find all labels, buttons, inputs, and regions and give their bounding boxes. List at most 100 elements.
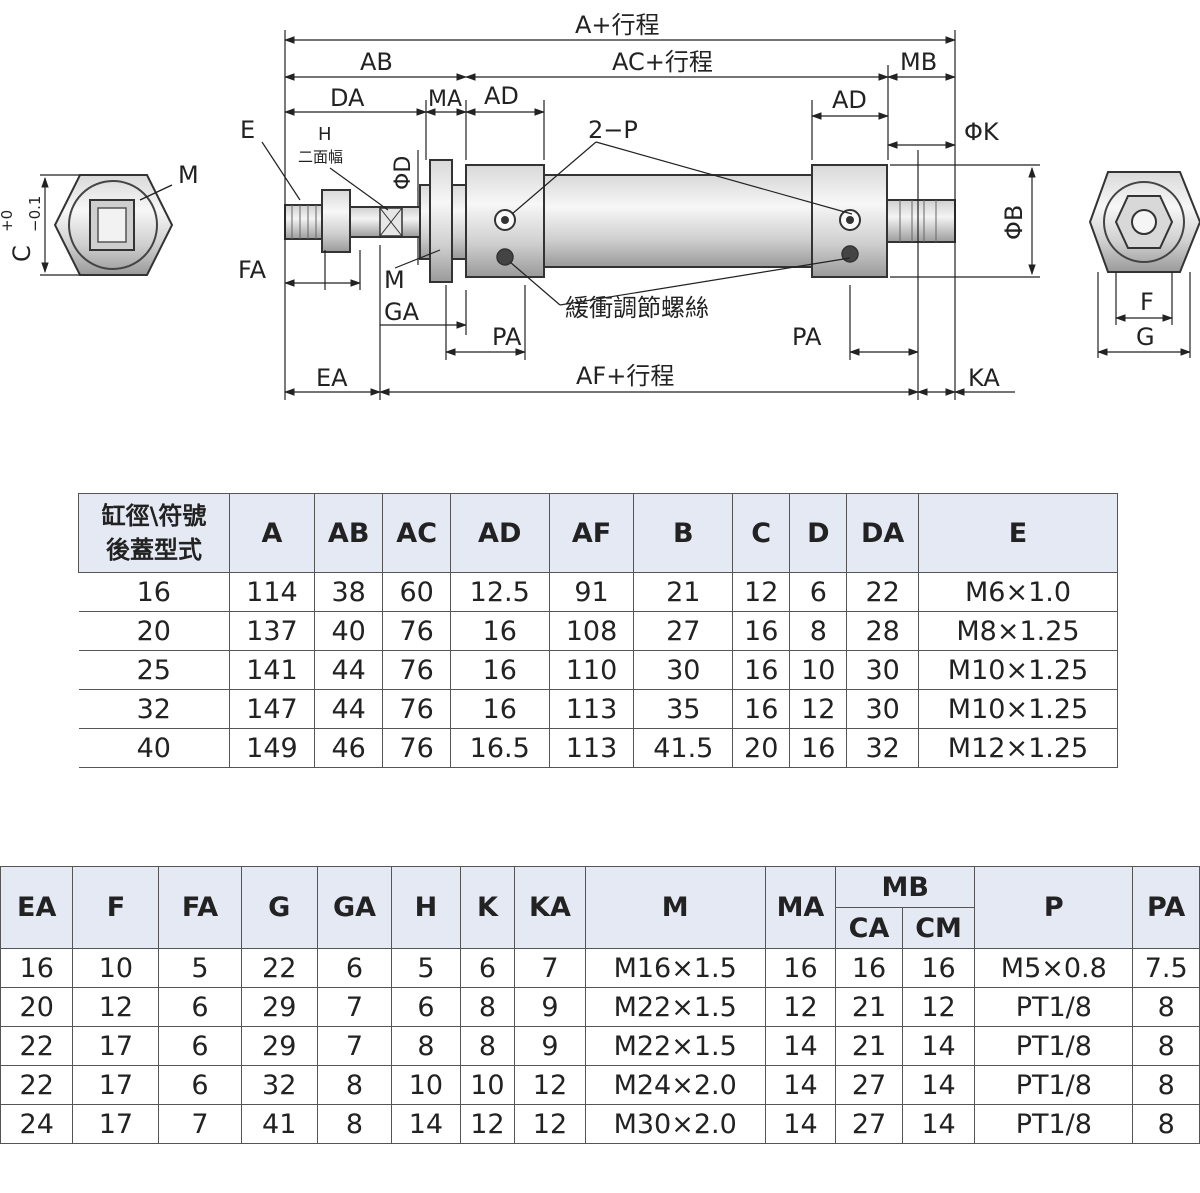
- table-cell: 8: [1132, 1104, 1200, 1144]
- table-cell: 12: [764, 987, 837, 1027]
- table-cell: 20: [0, 987, 74, 1027]
- table-cell: 22: [0, 1026, 74, 1066]
- table-cell: 27: [835, 1104, 903, 1144]
- f-label: F: [1140, 288, 1154, 316]
- table-cell: 8: [459, 1026, 516, 1066]
- table-cell: 9: [514, 987, 586, 1027]
- table-cell: 114: [229, 572, 315, 612]
- dim-phi-d: ΦD: [391, 156, 416, 190]
- table-cell: 14: [764, 1065, 837, 1105]
- table-cell: 149: [229, 728, 315, 768]
- table-cell: 25: [78, 650, 230, 690]
- table-cell: 32: [78, 689, 230, 729]
- table-cell: 16: [901, 948, 976, 988]
- cylinder-side-view: [284, 159, 956, 283]
- table-cell: 12: [901, 987, 976, 1027]
- col-header-ga: GA: [316, 866, 393, 949]
- table-cell: 6: [158, 1065, 242, 1105]
- table-cell: PT1/8: [974, 1104, 1134, 1144]
- table-cell: 44: [313, 650, 384, 690]
- table-cell: 141: [229, 650, 315, 690]
- c-tolerance-plus: +0: [0, 210, 16, 232]
- cushion-screw-label: 緩衝調節螺絲: [565, 294, 709, 322]
- table-cell: 29: [240, 987, 318, 1027]
- front-end-view: [40, 174, 174, 276]
- col-header-d: D: [789, 493, 848, 573]
- table-cell: 76: [382, 728, 451, 768]
- table-cell: M10×1.25: [918, 650, 1118, 690]
- col-header-da: DA: [846, 493, 919, 573]
- col-header-ca: CA: [835, 907, 903, 949]
- table-cell: 44: [313, 689, 384, 729]
- table-cell: M8×1.25: [918, 611, 1118, 651]
- table-cell: 20: [78, 611, 230, 651]
- table-cell: 10: [391, 1065, 461, 1105]
- table-cell: M22×1.5: [584, 1026, 766, 1066]
- table-cell: 7.5: [1132, 948, 1200, 988]
- table-cell: 41: [240, 1104, 318, 1144]
- table-cell: 6: [391, 987, 461, 1027]
- table-cell: 16: [732, 650, 791, 690]
- bore-header-line1: 缸徑\符號: [101, 502, 207, 530]
- table-cell: 10: [789, 650, 848, 690]
- table-cell: 14: [391, 1104, 461, 1144]
- table1-header-row: 缸徑\符號 後蓋型式 A AB AC AD AF B C D DA E: [78, 493, 1118, 573]
- col-header-ma: MA: [764, 866, 837, 949]
- table-cell: 40: [78, 728, 230, 768]
- table-cell: 14: [764, 1104, 837, 1144]
- table-cell: 21: [835, 1026, 903, 1066]
- dim-m-mid: M: [384, 266, 405, 294]
- table-cell: 32: [240, 1065, 318, 1105]
- table-cell: 8: [1132, 1026, 1200, 1066]
- table-cell: 16: [449, 650, 550, 690]
- table-cell: 6: [789, 572, 848, 612]
- table2-header-row: EA F FA G GA H K KA M MA MB P PA: [0, 866, 1200, 949]
- table-cell: M10×1.25: [918, 689, 1118, 729]
- dim-ac-stroke: AC+行程: [612, 48, 713, 76]
- table-cell: PT1/8: [974, 987, 1134, 1027]
- col-header-g: G: [240, 866, 318, 949]
- table-cell: 16: [0, 948, 74, 988]
- table-cell: M30×2.0: [584, 1104, 766, 1144]
- col-header-mb: MB: [835, 866, 976, 908]
- dimension-lines: [261, 30, 1040, 400]
- table-cell: 110: [548, 650, 635, 690]
- col-header-af: AF: [548, 493, 635, 573]
- table-cell: 17: [72, 1065, 160, 1105]
- col-header-cm: CM: [901, 907, 976, 949]
- col-header-pa: PA: [1132, 866, 1200, 949]
- m-label-left: M: [178, 161, 199, 189]
- dim-a-stroke: A+行程: [575, 11, 660, 39]
- dim-h: H: [318, 124, 332, 145]
- table-cell: 147: [229, 689, 315, 729]
- table-cell: M22×1.5: [584, 987, 766, 1027]
- table-cell: 6: [459, 948, 516, 988]
- table-cell: 32: [846, 728, 919, 768]
- table-cell: 35: [633, 689, 734, 729]
- table-cell: 21: [835, 987, 903, 1027]
- bore-header: 缸徑\符號 後蓋型式: [78, 493, 230, 573]
- table-cell: 8: [391, 1026, 461, 1066]
- table-cell: 60: [382, 572, 451, 612]
- table-cell: 30: [633, 650, 734, 690]
- table-cell: 16: [789, 728, 848, 768]
- col-header-f: F: [72, 866, 160, 949]
- table-cell: 41.5: [633, 728, 734, 768]
- table-cell: 16.5: [449, 728, 550, 768]
- table-cell: 21: [633, 572, 734, 612]
- dim-ma: MA: [428, 87, 462, 112]
- table-cell: 22: [240, 948, 318, 988]
- table-cell: 6: [158, 1026, 242, 1066]
- table-cell: 17: [72, 1104, 160, 1144]
- table-cell: 7: [316, 1026, 393, 1066]
- dim-af-stroke: AF+行程: [576, 362, 674, 390]
- dim-da: DA: [330, 84, 365, 112]
- table-cell: 27: [633, 611, 734, 651]
- dim-ad-right: AD: [832, 86, 867, 114]
- col-header-a: A: [229, 493, 315, 573]
- table-cell: 22: [0, 1065, 74, 1105]
